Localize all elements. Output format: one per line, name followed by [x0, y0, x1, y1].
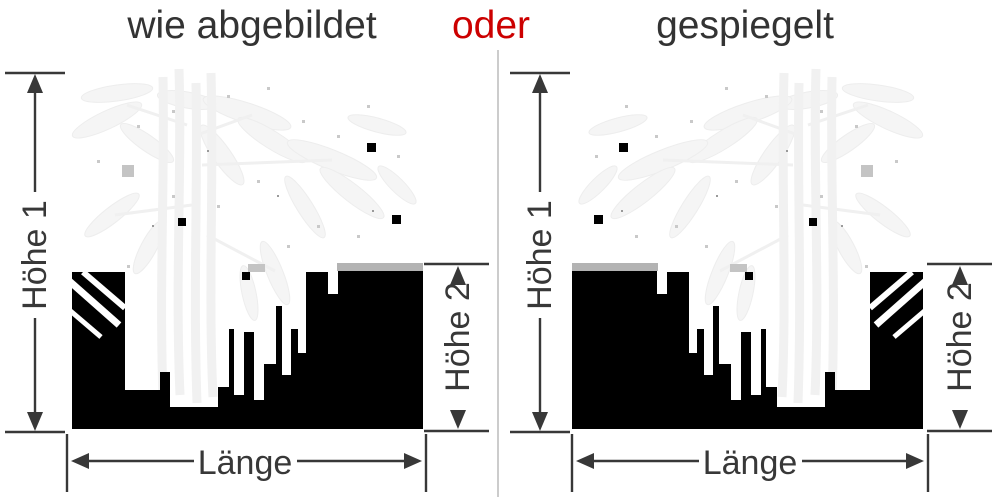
height2-label: Höhe 2 [439, 282, 477, 392]
height1-dimension: Höhe 1 [5, 71, 65, 434]
option-connector-label: oder [452, 4, 530, 47]
arrowhead-right-icon [404, 453, 422, 469]
arrowhead-up-icon [27, 74, 43, 93]
height1-label: Höhe 1 [16, 200, 54, 310]
figure-mirrored: Höhe 1 Höhe 2 Länge [510, 69, 992, 492]
arrowhead-up-icon [532, 74, 548, 93]
arrowhead-up-icon [450, 266, 466, 285]
arrowhead-right-icon [906, 453, 924, 469]
height2-dimension: Höhe 2 [927, 262, 992, 433]
height2-dimension: Höhe 2 [424, 262, 489, 433]
arrowhead-left-icon [576, 453, 594, 469]
height1-label: Höhe 1 [521, 200, 559, 310]
plant-image-mirrored [572, 69, 928, 429]
figure-as-shown: Höhe 1 Höhe 2 Länge [5, 69, 489, 492]
length-dimension: Länge [570, 434, 930, 492]
arrowhead-up-icon [952, 266, 968, 285]
option-mirrored-label: gespiegelt [656, 4, 834, 47]
length-dimension: Länge [65, 434, 428, 492]
option-as-shown-label: wie abgebildet [126, 4, 377, 47]
plant-image-original [67, 69, 423, 429]
height2-label: Höhe 2 [941, 282, 979, 392]
length-label: Länge [198, 444, 293, 482]
arrowhead-down-icon [952, 410, 968, 429]
arrowhead-down-icon [27, 412, 43, 431]
length-label: Länge [703, 444, 798, 482]
arrowhead-left-icon [71, 453, 89, 469]
arrowhead-down-icon [450, 410, 466, 429]
height1-dimension: Höhe 1 [510, 71, 570, 434]
arrowhead-down-icon [532, 412, 548, 431]
